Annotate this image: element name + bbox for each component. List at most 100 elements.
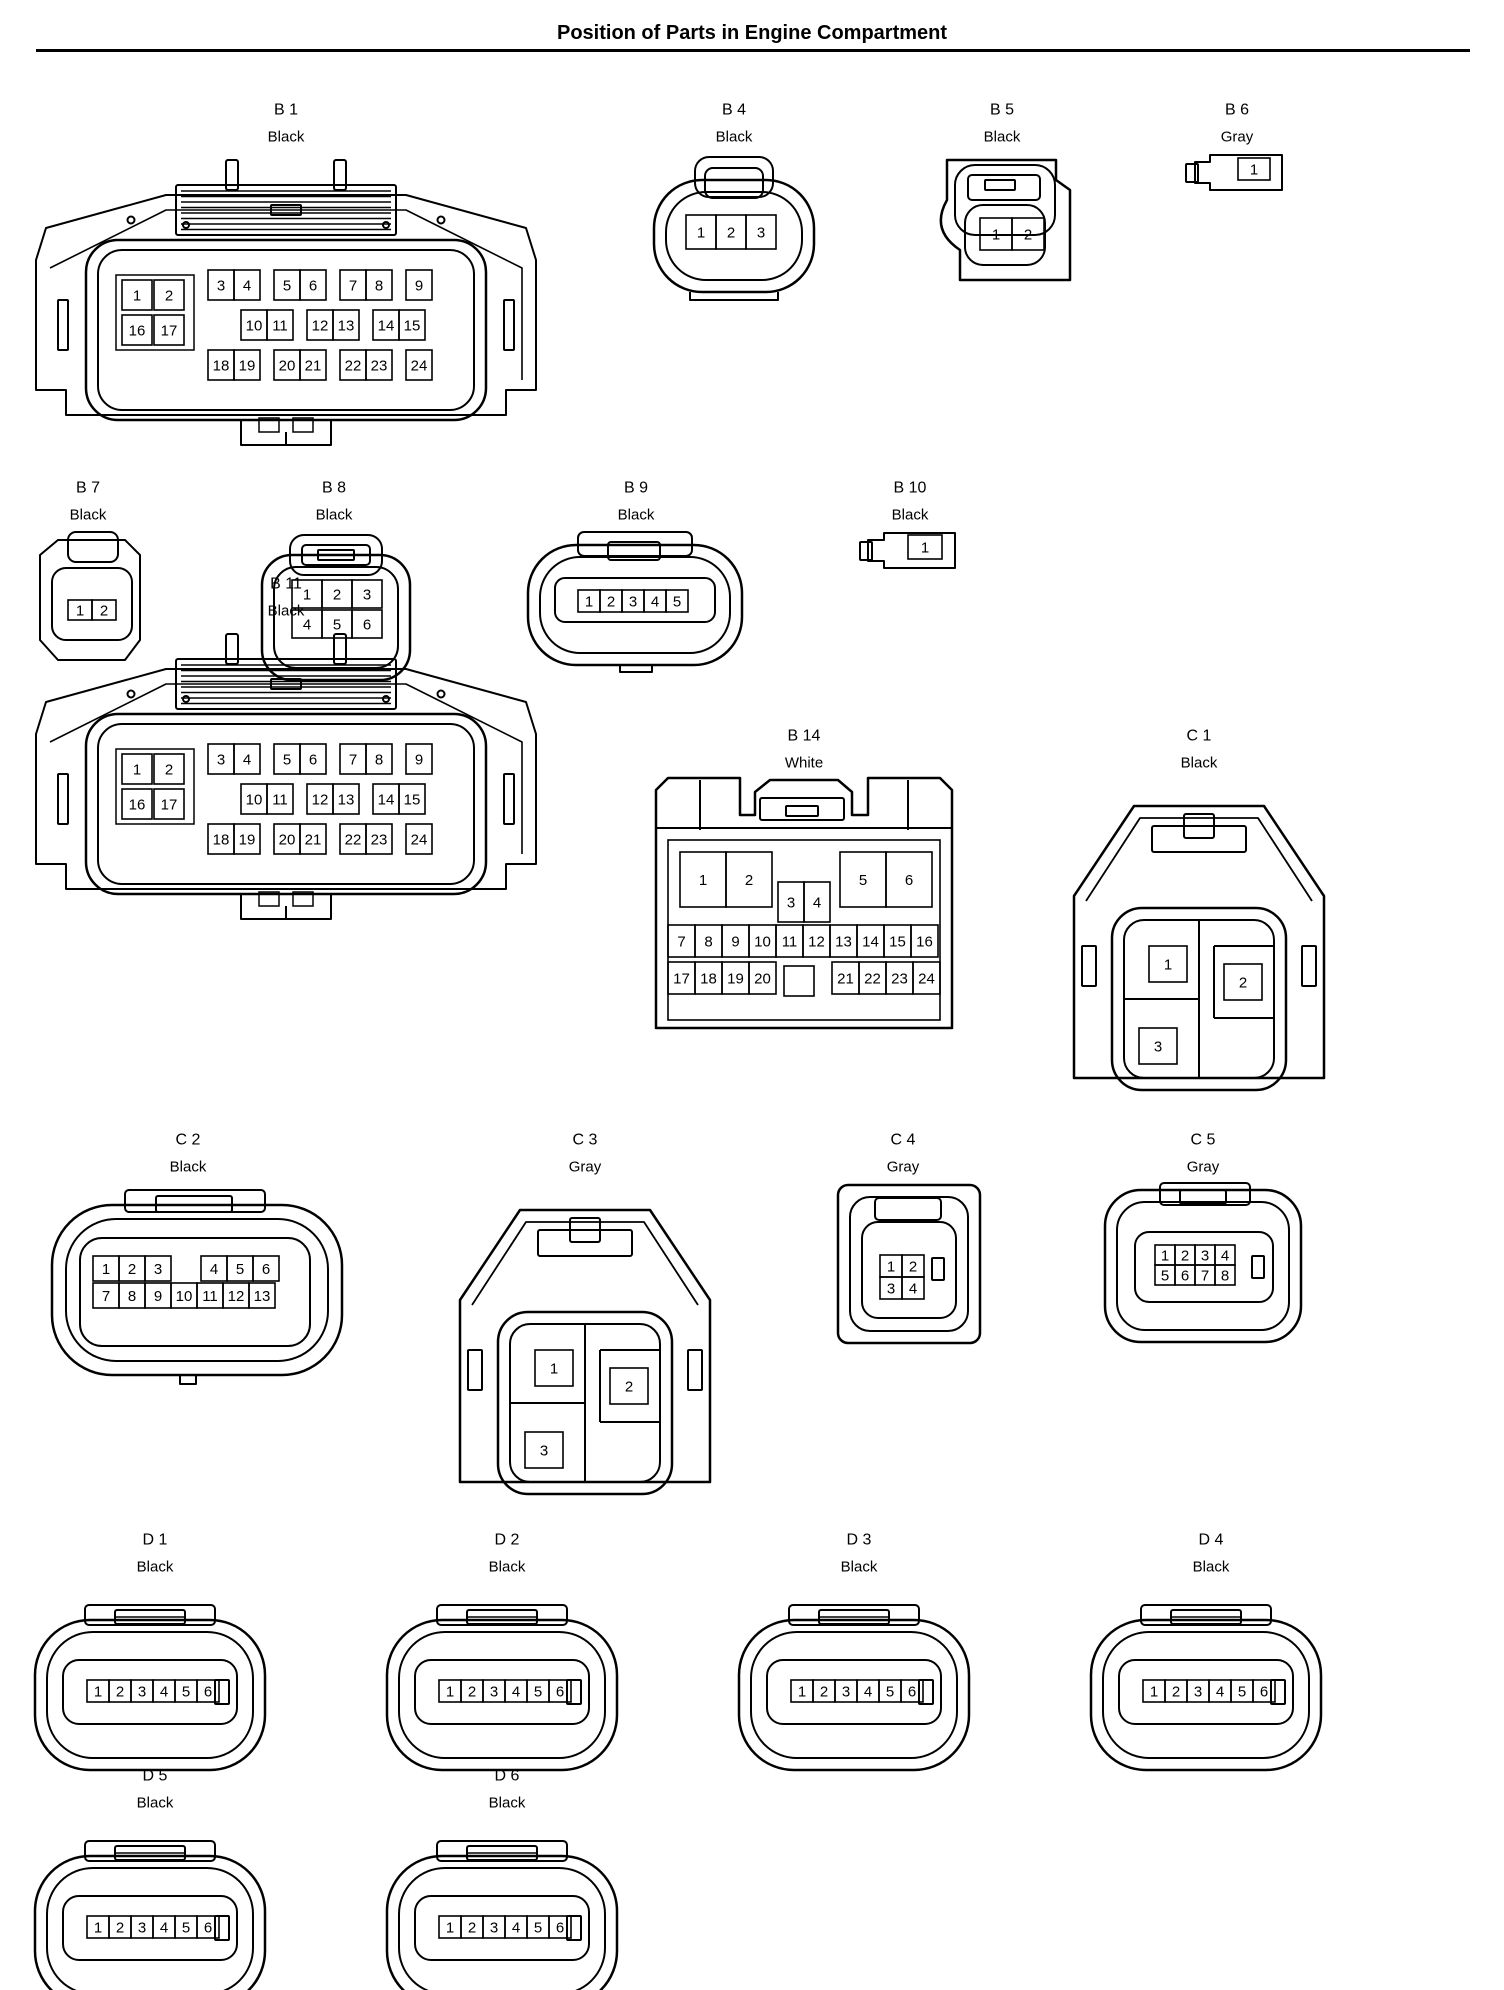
pin-label: 1 <box>550 1361 558 1378</box>
pin-label: 8 <box>704 934 712 951</box>
connector-id: B 14 <box>788 728 821 745</box>
pin-label: 5 <box>283 752 291 769</box>
pin-label: 2 <box>607 594 615 611</box>
pin-label: 2 <box>100 603 108 620</box>
pin-label: 18 <box>213 832 230 849</box>
pin-label: 5 <box>534 1684 542 1701</box>
pin-label: 23 <box>371 358 388 375</box>
pin-label: 3 <box>887 1281 895 1298</box>
pin-label: 19 <box>239 358 256 375</box>
pin-label: 7 <box>349 752 357 769</box>
pin-label: 24 <box>411 358 428 375</box>
connector-id: C 4 <box>891 1132 916 1149</box>
connector-color: Black <box>489 1795 526 1812</box>
pin-label: 2 <box>820 1684 828 1701</box>
pin-label: 2 <box>727 225 735 242</box>
pin-label: 4 <box>512 1920 520 1937</box>
pin-label: 2 <box>165 288 173 305</box>
pin-label: 2 <box>128 1261 136 1278</box>
pin-label: 8 <box>375 278 383 295</box>
connector-id: C 3 <box>573 1132 598 1149</box>
pin-label: 6 <box>363 617 371 634</box>
pin-label: 22 <box>345 832 362 849</box>
pin-label: 5 <box>1161 1268 1169 1285</box>
connector-color: Gray <box>569 1159 602 1176</box>
pin-label: 10 <box>754 934 771 951</box>
pin-label: 2 <box>468 1920 476 1937</box>
pin-label: 4 <box>813 895 821 912</box>
pin-label: 13 <box>338 792 355 809</box>
pin-label: 17 <box>161 797 178 814</box>
connector-color: Gray <box>1187 1159 1220 1176</box>
connector-color: Black <box>170 1159 207 1176</box>
connector-color: Black <box>716 129 753 146</box>
pin-label: 3 <box>629 594 637 611</box>
pin-label: 20 <box>754 971 771 988</box>
pin-label: 1 <box>303 587 311 604</box>
connector-color: Black <box>70 507 107 524</box>
page-title: Position of Parts in Engine Compartment <box>556 22 948 44</box>
pin-label: 1 <box>94 1684 102 1701</box>
pin-label: 7 <box>349 278 357 295</box>
pin-label: 1 <box>446 1684 454 1701</box>
pin-label: 6 <box>204 1920 212 1937</box>
pin-label: 7 <box>102 1288 110 1305</box>
pin-label: 18 <box>700 971 717 988</box>
pin-label: 10 <box>246 318 263 335</box>
connector-color: Black <box>137 1559 174 1576</box>
pin-label: 4 <box>160 1920 168 1937</box>
pin-label: 22 <box>864 971 881 988</box>
connector-id: B 1 <box>274 102 298 119</box>
connector-id: B 6 <box>1225 102 1249 119</box>
pin-label: 12 <box>312 792 329 809</box>
pin-label: 3 <box>540 1443 548 1460</box>
pin-label: 6 <box>556 1684 564 1701</box>
pin-label: 3 <box>757 225 765 242</box>
pin-label: 6 <box>309 278 317 295</box>
pin-label: 1 <box>585 594 593 611</box>
pin-label: 1 <box>94 1920 102 1937</box>
connector-id: D 4 <box>1199 1532 1224 1549</box>
pin-label: 1 <box>76 603 84 620</box>
pin-label: 4 <box>1221 1248 1229 1265</box>
pin-label: 3 <box>154 1261 162 1278</box>
pin-label: 6 <box>262 1261 270 1278</box>
pin-label: 5 <box>333 617 341 634</box>
connector-id: D 3 <box>847 1532 872 1549</box>
pin-label: 3 <box>490 1684 498 1701</box>
pin-label: 14 <box>378 318 395 335</box>
pin-label: 2 <box>1172 1684 1180 1701</box>
connector-id: D 2 <box>495 1532 520 1549</box>
pin-label: 21 <box>305 832 322 849</box>
pin-label: 6 <box>905 872 913 889</box>
pin-label: 15 <box>404 318 421 335</box>
pin-label: 12 <box>228 1288 245 1305</box>
pin-label: 5 <box>534 1920 542 1937</box>
pin-label: 3 <box>842 1684 850 1701</box>
pin-label: 3 <box>1201 1248 1209 1265</box>
connector-color: Black <box>984 129 1021 146</box>
connector-color: Black <box>1193 1559 1230 1576</box>
pin-label: 2 <box>1181 1248 1189 1265</box>
pin-label: 3 <box>1154 1039 1162 1056</box>
pin-label: 2 <box>1239 975 1247 992</box>
pin-label: 8 <box>128 1288 136 1305</box>
pin-label: 1 <box>102 1261 110 1278</box>
pin-label: 20 <box>279 832 296 849</box>
pin-label: 3 <box>1194 1684 1202 1701</box>
pin-label: 6 <box>908 1684 916 1701</box>
pin-label: 1 <box>921 540 929 557</box>
pin-label: 2 <box>165 762 173 779</box>
pin-label: 3 <box>787 895 795 912</box>
